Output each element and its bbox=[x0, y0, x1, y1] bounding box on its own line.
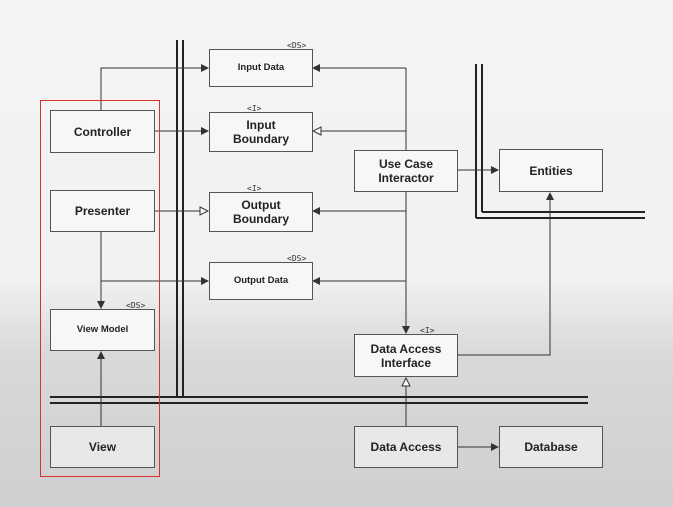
controller-box[interactable]: Controller bbox=[50, 110, 155, 153]
view-label: View bbox=[88, 440, 117, 454]
edge-dai-to-entities bbox=[458, 192, 554, 356]
data-access-interface-box[interactable]: Data Access Interface bbox=[354, 334, 458, 377]
presenter-box[interactable]: Presenter bbox=[50, 190, 155, 232]
edge-controller-to-input-data bbox=[100, 64, 209, 110]
view-box[interactable]: View bbox=[50, 426, 155, 468]
view-model-label: View Model bbox=[76, 324, 129, 335]
input-data-stereotype: <DS> bbox=[287, 41, 307, 50]
controller-label: Controller bbox=[73, 124, 132, 139]
input-boundary-stereotype: <I> bbox=[247, 104, 262, 113]
input-data-label: Input Data bbox=[237, 62, 285, 73]
output-data-box[interactable]: Output Data bbox=[209, 262, 313, 300]
use-case-interactor-label: Use Case Interactor bbox=[378, 157, 434, 185]
data-access-interface-stereotype: <I> bbox=[420, 326, 435, 335]
view-model-box[interactable]: View Model bbox=[50, 309, 155, 351]
presenter-label: Presenter bbox=[74, 204, 131, 218]
use-case-interactor-box[interactable]: Use Case Interactor bbox=[354, 150, 458, 192]
input-data-box[interactable]: Input Data bbox=[209, 49, 313, 87]
boundary-lines bbox=[50, 40, 645, 404]
input-boundary-box[interactable]: Input Boundary bbox=[209, 112, 313, 152]
data-access-interface-label: Data Access Interface bbox=[370, 341, 442, 370]
input-boundary-label: Input Boundary bbox=[232, 118, 289, 146]
adapter-layer-highlight bbox=[40, 100, 160, 477]
view-model-stereotype: <DS> bbox=[126, 301, 146, 310]
data-access-box[interactable]: Data Access bbox=[354, 426, 458, 468]
output-boundary-box[interactable]: Output Boundary bbox=[209, 192, 313, 232]
output-data-label: Output Data bbox=[233, 275, 289, 286]
entities-label: Entities bbox=[529, 163, 573, 178]
database-box[interactable]: Database bbox=[499, 426, 603, 468]
output-boundary-label: Output Boundary bbox=[232, 198, 289, 226]
data-access-label: Data Access bbox=[370, 440, 442, 454]
output-data-stereotype: <DS> bbox=[287, 254, 307, 263]
entities-box[interactable]: Entities bbox=[499, 149, 603, 192]
database-label: Database bbox=[524, 440, 578, 454]
output-boundary-stereotype: <I> bbox=[247, 184, 262, 193]
